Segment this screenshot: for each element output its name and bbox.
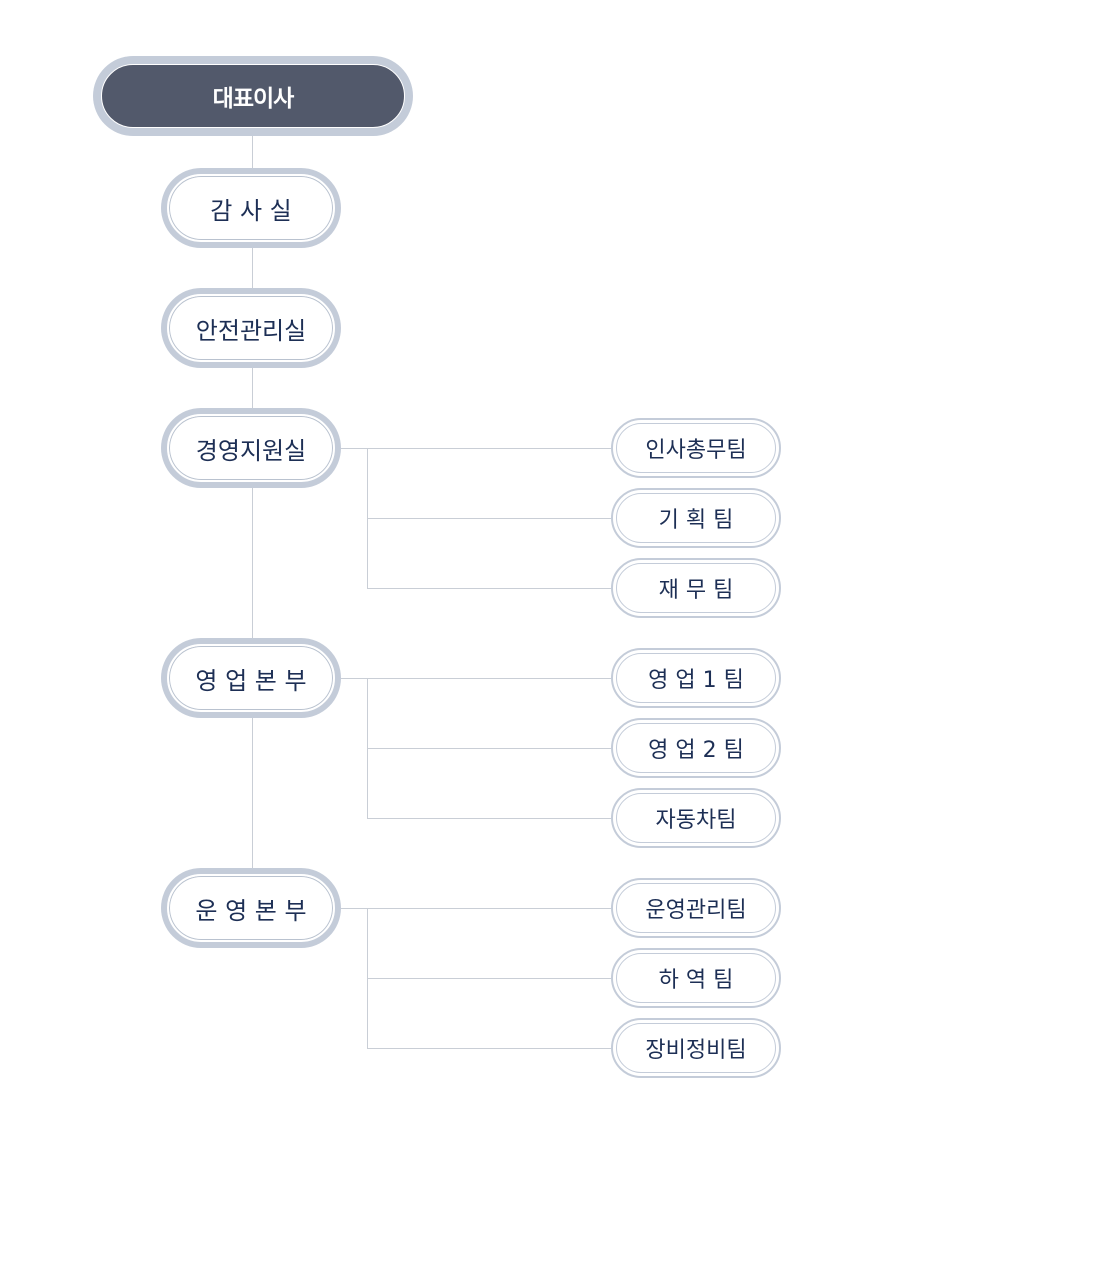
stevedoring-team-node[interactable]: 하 역 팀 <box>611 948 781 1008</box>
operations-division-node[interactable]: 운 영 본 부 <box>161 868 341 948</box>
automobile-team-label: 자동차팀 <box>616 793 776 843</box>
audit-office-node[interactable]: 감 사 실 <box>161 168 341 248</box>
sales-division-label: 영 업 본 부 <box>167 644 335 712</box>
equipment-maintenance-team-label: 장비정비팀 <box>616 1023 776 1073</box>
finance-team-label: 재 무 팀 <box>616 563 776 613</box>
planning-team-node[interactable]: 기 획 팀 <box>611 488 781 548</box>
ceo-node[interactable]: 대표이사 <box>93 56 413 136</box>
stevedoring-team-label: 하 역 팀 <box>616 953 776 1003</box>
sales-team-1-node[interactable]: 영 업 1 팀 <box>611 648 781 708</box>
operations-management-team-node[interactable]: 운영관리팀 <box>611 878 781 938</box>
sales-team-2-label: 영 업 2 팀 <box>616 723 776 773</box>
management-support-label: 경영지원실 <box>167 414 335 482</box>
operations-management-team-label: 운영관리팀 <box>616 883 776 933</box>
automobile-team-node[interactable]: 자동차팀 <box>611 788 781 848</box>
audit-office-label: 감 사 실 <box>167 174 335 242</box>
finance-team-node[interactable]: 재 무 팀 <box>611 558 781 618</box>
planning-team-label: 기 획 팀 <box>616 493 776 543</box>
equipment-maintenance-team-node[interactable]: 장비정비팀 <box>611 1018 781 1078</box>
sales-team-2-node[interactable]: 영 업 2 팀 <box>611 718 781 778</box>
sales-team-1-label: 영 업 1 팀 <box>616 653 776 703</box>
safety-office-label: 안전관리실 <box>167 294 335 362</box>
hr-general-team-label: 인사총무팀 <box>616 423 776 473</box>
safety-office-node[interactable]: 안전관리실 <box>161 288 341 368</box>
sales-division-node[interactable]: 영 업 본 부 <box>161 638 341 718</box>
hr-general-team-node[interactable]: 인사총무팀 <box>611 418 781 478</box>
management-support-node[interactable]: 경영지원실 <box>161 408 341 488</box>
operations-division-label: 운 영 본 부 <box>167 874 335 942</box>
ceo-label: 대표이사 <box>101 64 405 128</box>
